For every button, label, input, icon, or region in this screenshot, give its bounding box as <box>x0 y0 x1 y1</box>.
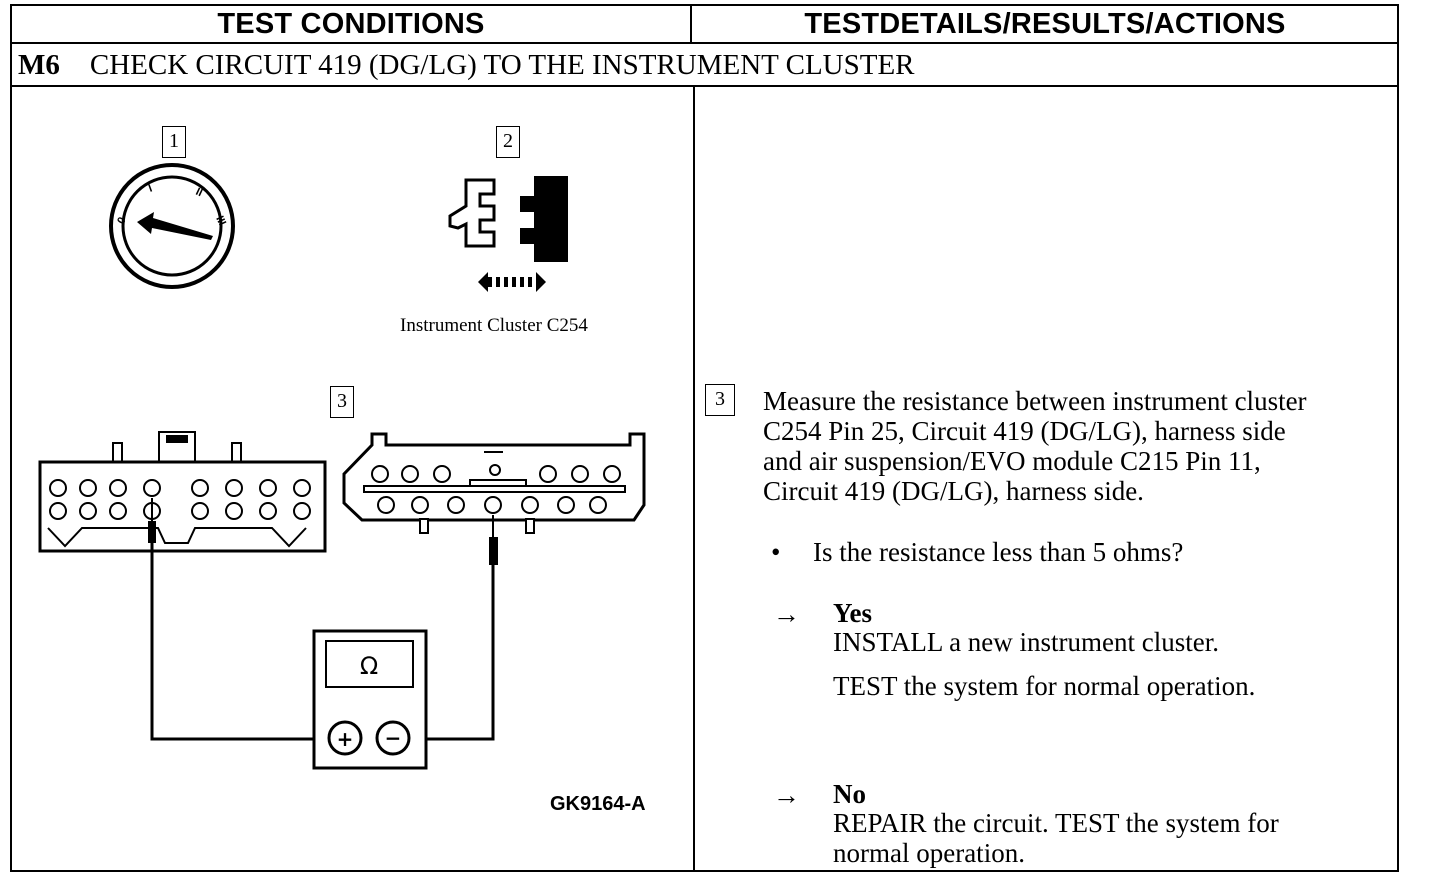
step-title: M6 CHECK CIRCUIT 419 (DG/LG) TO THE INSTR… <box>18 46 915 84</box>
instruction-line-3: and air suspension/EVO module C215 Pin 1… <box>763 446 1261 476</box>
header-test-conditions: TEST CONDITIONS <box>217 8 485 40</box>
instrument-cluster-connector-icon <box>38 431 327 553</box>
air-suspension-connector-icon <box>342 432 646 534</box>
step-id: M6 <box>18 49 60 81</box>
instruction-line-2: C254 Pin 25, Circuit 419 (DG/LG), harnes… <box>763 416 1286 446</box>
connector-label: Instrument Cluster C254 <box>400 315 588 336</box>
bullet: • <box>771 537 781 567</box>
yes-action-2: TEST the system for normal operation. <box>833 671 1256 701</box>
header-divider <box>10 42 1399 44</box>
yes-arrow: → <box>773 599 800 629</box>
procedure-table <box>10 4 1399 872</box>
instruction-line-4: Circuit 419 (DG/LG), harness side. <box>763 476 1144 506</box>
ignition-mark-run: II <box>194 186 205 199</box>
callout-2: 2 <box>496 126 520 158</box>
no-arrow: → <box>773 780 800 810</box>
details-callout-3: 3 <box>705 384 735 416</box>
ignition-switch-icon: 0 I II III <box>109 163 235 289</box>
header-column-divider <box>690 4 692 44</box>
header-test-details: TESTDETAILS/RESULTS/ACTIONS <box>804 8 1286 40</box>
meter-plus-terminal: + <box>337 727 354 751</box>
no-action-1: REPAIR the circuit. TEST the system for <box>833 808 1279 838</box>
no-action-2: normal operation. <box>833 838 1025 868</box>
callout-1: 1 <box>162 126 186 158</box>
question: Is the resistance less than 5 ohms? <box>813 537 1184 567</box>
disconnected-connector-icon <box>448 176 568 292</box>
body-column-divider <box>693 86 695 872</box>
callout-3: 3 <box>330 386 354 418</box>
ohmmeter-icon: Ω + − <box>312 629 428 770</box>
figure-id: GK9164-A <box>550 793 646 815</box>
step-title-text: CHECK CIRCUIT 419 (DG/LG) TO THE INSTRUM… <box>89 49 915 81</box>
no-label: No <box>833 779 866 809</box>
meter-minus-terminal: − <box>385 726 402 750</box>
yes-label: Yes <box>833 598 872 628</box>
meter-leads <box>148 498 498 741</box>
ignition-mark-off: 0 <box>115 215 128 226</box>
title-divider <box>10 85 1399 87</box>
instruction-line-1: Measure the resistance between instrumen… <box>763 386 1307 416</box>
yes-action-1: INSTALL a new instrument cluster. <box>833 627 1220 657</box>
meter-ohm-symbol: Ω <box>360 652 378 680</box>
ignition-mark-acc: I <box>147 182 154 194</box>
